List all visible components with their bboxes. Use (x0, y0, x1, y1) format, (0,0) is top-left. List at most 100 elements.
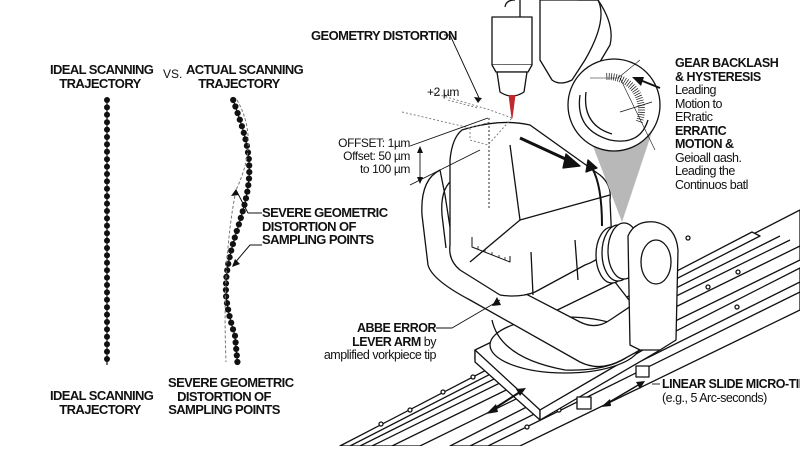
ideal-sample-point (104, 267, 110, 273)
abbe-error-callout: ABBE ERROR LEVER ARM by amplified vorkpi… (300, 322, 436, 363)
ideal-sample-point (104, 186, 110, 192)
header-ideal-trajectory: IDEAL SCANNING TRAJECTORY (50, 63, 150, 90)
actual-sample-point (235, 110, 241, 116)
vs-label: VS. (163, 68, 182, 81)
actual-sample-point (246, 176, 252, 182)
actual-sample-point (232, 235, 238, 241)
ideal-sample-point (104, 164, 110, 170)
ideal-sample-point (104, 208, 110, 214)
actual-sample-point (225, 261, 231, 267)
actual-sample-point (230, 241, 236, 247)
actual-sample-point (246, 162, 252, 168)
ideal-sample-point (104, 201, 110, 207)
gear-desc2-line-2: Leading the (675, 165, 778, 179)
actual-sample-point (238, 215, 244, 221)
ideal-sample-point (104, 119, 110, 125)
abbe-line-3: amplified vorkpiece tip (300, 349, 436, 363)
ideal-trajectory (104, 97, 110, 365)
distortion-callout-line-3: SAMPLING POINTS (262, 233, 387, 247)
actual-sample-point (245, 182, 251, 188)
ideal-sample-point (104, 97, 110, 103)
gear-title2-line-1: ERRATIC (675, 125, 778, 139)
actual-sample-point (225, 307, 231, 313)
distortion-callout-line-2: DISTORTION OF (262, 220, 387, 234)
header-actual-line-1: ACTUAL SCANNING (186, 63, 292, 77)
actual-sample-point (234, 352, 240, 358)
gear-title2-line-2: MOTION & (675, 138, 778, 152)
gear-tooth (638, 112, 645, 113)
linear-slide-sub: (e.g., 5 Arc-seconds) (662, 392, 800, 406)
ideal-sample-point (104, 289, 110, 295)
ideal-sample-point (104, 156, 110, 162)
footer-ideal-trajectory: IDEAL SCANNING TRAJECTORY (50, 389, 150, 416)
distortion-callout-line-1: SEVERE GEOMETRIC (262, 206, 387, 220)
ideal-sample-point (104, 304, 110, 310)
ideal-sample-point (104, 149, 110, 155)
distortion-callout: SEVERE GEOMETRIC DISTORTION OF SAMPLING … (262, 206, 387, 247)
ideal-sample-point (104, 275, 110, 281)
gear-desc-line-1: Leading (675, 84, 778, 98)
gear-desc2-line-3: Continuos batl (675, 179, 778, 193)
gear-magnified-view (568, 59, 660, 151)
footer-actual-line-3: SAMPLING POINTS (168, 403, 280, 417)
distortion-arrowheads (231, 189, 240, 267)
actual-sample-point (240, 208, 246, 214)
actual-sample-point (230, 97, 236, 103)
linear-slide-title: LINEAR SLIDE MICRO-TILT (662, 378, 800, 392)
abbe-line-1: ABBE ERROR (300, 322, 436, 336)
ideal-sample-point (104, 178, 110, 184)
header-actual-trajectory: ACTUAL SCANNING TRAJECTORY (186, 63, 292, 90)
actual-sample-point (244, 143, 250, 149)
actual-sample-point (237, 117, 243, 123)
ideal-sample-point (104, 356, 110, 362)
actual-sample-point (230, 326, 236, 332)
ideal-sample-point (104, 127, 110, 133)
gear-tooth (638, 107, 645, 108)
ideal-sample-point (104, 297, 110, 303)
actual-sample-point (233, 346, 239, 352)
gear-desc-line-3: ERratic (675, 111, 778, 125)
actual-sample-point (223, 293, 229, 299)
offset-label: OFFSET: 1µm Offset: 50 µm to 100 µm (330, 137, 410, 177)
ideal-sample-point (104, 252, 110, 258)
gear-desc-line-2: Motion to (675, 98, 778, 112)
ideal-sample-point (104, 334, 110, 340)
actual-sample-point (232, 333, 238, 339)
ideal-sample-point (104, 215, 110, 221)
actual-sample-point (224, 267, 230, 273)
gear-backlash-callout: GEAR BACKLASH & HYSTERESIS Leading Motio… (675, 57, 778, 192)
probe-tip (509, 95, 515, 118)
actual-sample-point (241, 130, 247, 136)
footer-ideal-line-1: IDEAL SCANNING (50, 389, 150, 403)
plus2-arrow (474, 97, 482, 103)
ideal-sample-point (104, 312, 110, 318)
ideal-sample-point (104, 260, 110, 266)
ideal-sample-point (104, 171, 110, 177)
plus-2um-label: +2 µm (427, 86, 459, 99)
ideal-sample-point (104, 193, 110, 199)
linear-slide-callout: LINEAR SLIDE MICRO-TILT (e.g., 5 Arc-sec… (662, 378, 800, 406)
actual-sample-point (228, 320, 234, 326)
ideal-sample-point (104, 282, 110, 288)
actual-sample-point (244, 189, 250, 195)
header-ideal-line-2: TRAJECTORY (50, 77, 150, 91)
ideal-sample-point (104, 245, 110, 251)
footer-ideal-line-2: TRAJECTORY (50, 403, 150, 417)
ideal-sample-point (104, 141, 110, 147)
gear-title-line-2: & HYSTERESIS (675, 71, 778, 85)
geometry-distortion-label: GEOMETRY DISTORTION (311, 29, 457, 43)
tilting-head (450, 118, 612, 296)
ideal-sample-point (104, 349, 110, 355)
ideal-sample-point (104, 223, 110, 229)
header-ideal-line-1: IDEAL SCANNING (50, 63, 150, 77)
gear-desc2-line-1: Geioall ɑash. (675, 152, 778, 166)
gear-title-line-1: GEAR BACKLASH (675, 57, 778, 71)
header-actual-line-2: TRAJECTORY (186, 77, 292, 91)
ideal-sample-point (104, 230, 110, 236)
offset-line-3: to 100 µm (330, 163, 410, 176)
ideal-sample-point (104, 238, 110, 244)
actual-sample-point (236, 221, 242, 227)
ideal-sample-point (104, 326, 110, 332)
actual-sample-point (242, 136, 248, 142)
